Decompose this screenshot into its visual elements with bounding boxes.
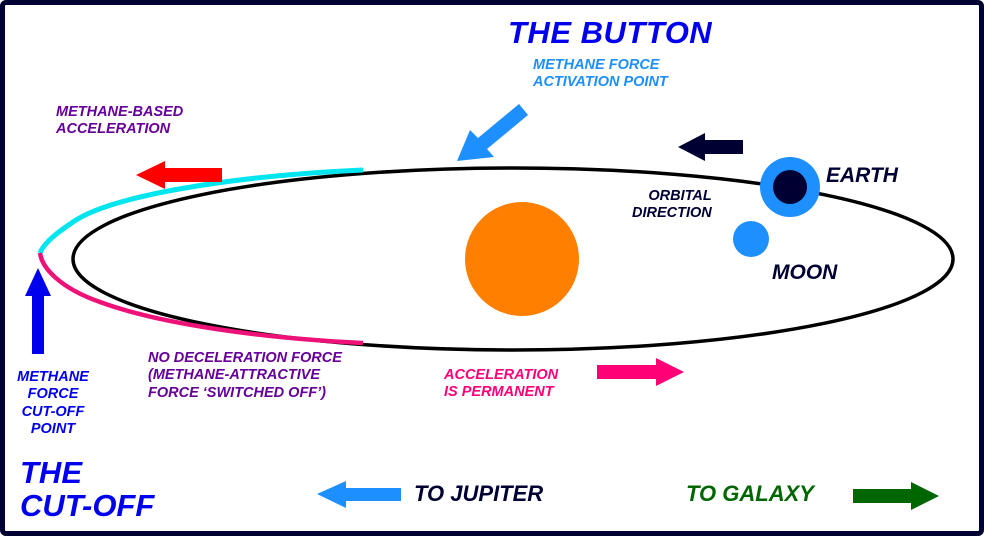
no-deceleration-path <box>37 252 364 346</box>
arrow-left-navy-icon <box>678 133 743 161</box>
earth-orbit <box>71 166 955 352</box>
label-orbital-direction: ORBITAL DIRECTION <box>632 188 712 223</box>
label-line: NO DECELERATION FORCE <box>148 350 342 366</box>
label-line: ACTIVATION POINT <box>533 74 668 91</box>
label-cutoff-point: METHANE FORCE CUT-OFF POINT <box>7 369 99 439</box>
methane-acceleration-path <box>37 167 364 255</box>
label-to-galaxy: TO GALAXY <box>686 481 814 506</box>
label-line: METHANE <box>17 369 89 385</box>
arrow-right-green-icon <box>853 482 939 510</box>
arrow-up-blue-icon <box>25 268 51 354</box>
arrow-left-red-icon <box>136 161 222 189</box>
title-the-button: THE BUTTON <box>508 15 713 50</box>
title-line: THE <box>20 455 82 490</box>
title-line: CUT-OFF <box>20 488 155 524</box>
earth <box>773 170 807 204</box>
label-line: METHANE FORCE <box>533 57 660 73</box>
label-line: POINT <box>30 421 76 438</box>
arrow-left-blue-icon <box>317 481 401 508</box>
label-line: ORBITAL <box>648 188 712 204</box>
label-no-deceleration-force: NO DECELERATION FORCE (METHANE-ATTRACTIV… <box>148 350 342 402</box>
label-line: (METHANE-ATTRACTIVE <box>148 367 321 384</box>
label-moon: MOON <box>772 261 838 284</box>
label-line: FORCE ‘SWITCHED OFF’) <box>148 384 327 401</box>
label-line: ACCELERATION <box>444 367 559 383</box>
label-line: METHANE-BASED <box>56 104 184 120</box>
label-line: ACCELERATION <box>56 121 171 138</box>
label-line: CUT-OFF <box>21 403 85 420</box>
label-line: DIRECTION <box>632 205 712 222</box>
arrow-right-pink-icon <box>597 358 684 386</box>
label-line: IS PERMANENT <box>444 384 554 401</box>
moon <box>733 221 769 257</box>
label-activation-point: METHANE FORCE ACTIVATION POINT <box>533 57 668 92</box>
label-line: FORCE <box>27 386 79 403</box>
label-to-jupiter: TO JUPITER <box>414 481 544 506</box>
label-earth: EARTH <box>826 164 898 187</box>
arrow-down-left-blue-icon <box>457 104 528 161</box>
title-the-cutoff: THE CUT-OFF <box>20 456 154 523</box>
label-acceleration-permanent: ACCELERATION IS PERMANENT <box>444 367 558 402</box>
label-methane-based-acceleration: METHANE-BASED ACCELERATION <box>56 104 183 139</box>
sun <box>465 202 579 316</box>
